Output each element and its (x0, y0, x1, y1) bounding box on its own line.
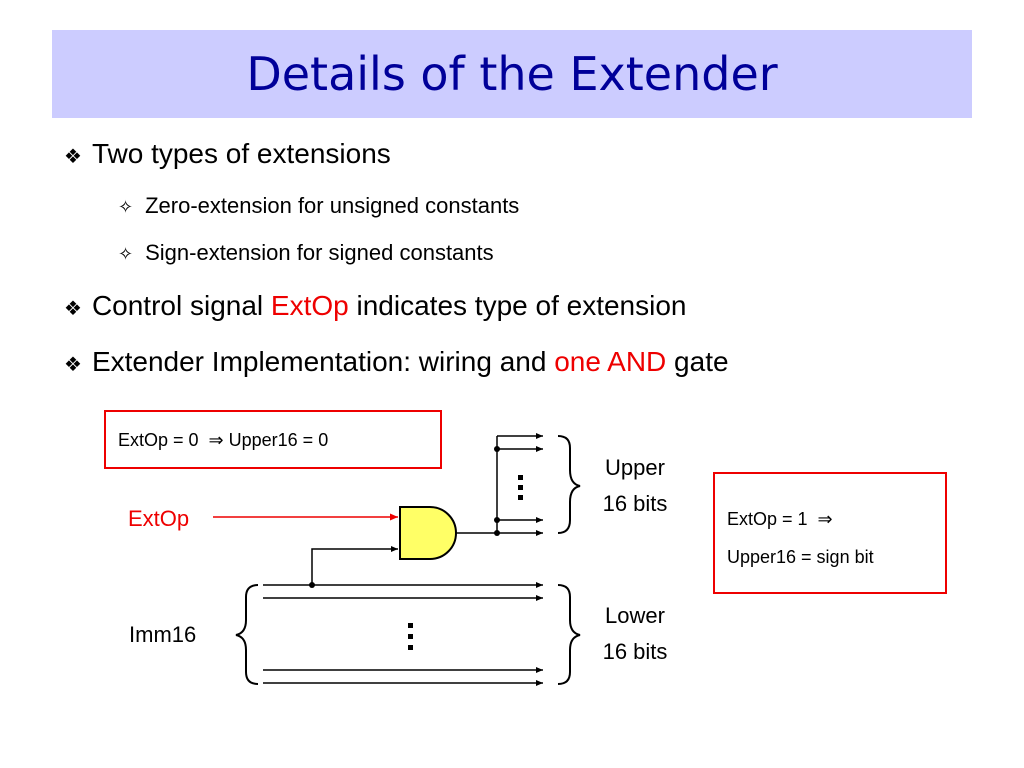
star-bullet-icon: ✧ (118, 244, 134, 265)
bullet-highlight: one AND (554, 346, 667, 377)
imm16-label: Imm16 (129, 622, 197, 647)
bullet-text: Control signal (91, 290, 271, 321)
bullet-text: Extender Implementation: wiring and (91, 346, 555, 377)
page-title: Details of the Extender (246, 47, 778, 101)
bullet-types: ❖ Two types of extensions (64, 138, 391, 170)
sign-bit-wire (311, 546, 398, 585)
diamond-bullet-icon: ❖ (64, 296, 82, 320)
diamond-bullet-icon: ❖ (64, 352, 82, 376)
sub-bullet-text: Zero-extension for unsigned constants (145, 193, 520, 218)
upper-brace-icon (557, 435, 581, 534)
diamond-bullet-icon: ❖ (64, 144, 82, 168)
lower-bits-label: Lower 16 bits (592, 598, 678, 670)
upper-bits-label: Upper 16 bits (592, 450, 678, 522)
bullet-highlight: ExtOp (270, 290, 349, 321)
lower-label-line1: Lower (605, 603, 665, 628)
bullet-text: Two types of extensions (91, 138, 391, 169)
sub-bullet-sign: ✧ Sign-extension for signed constants (118, 240, 494, 266)
title-banner: Details of the Extender (52, 30, 972, 118)
imm16-brace-icon (235, 584, 259, 685)
extop-zero-box: ExtOp = 0 ⇒ Upper16 = 0 (104, 410, 442, 469)
bullet-control-signal: ❖ Control signal ExtOp indicates type of… (64, 290, 687, 322)
upper-label-line1: Upper (605, 455, 665, 480)
imm16-wires (263, 582, 543, 686)
star-bullet-icon: ✧ (118, 197, 134, 218)
extop-zero-text: ExtOp = 0 ⇒ Upper16 = 0 (118, 430, 329, 450)
upper-output-wires (455, 433, 543, 536)
upper-label-line2: 16 bits (602, 491, 668, 516)
upper-ellipsis-icon (518, 475, 523, 500)
sub-bullet-zero: ✧ Zero-extension for unsigned constants (118, 193, 519, 219)
lower-label-line2: 16 bits (602, 639, 668, 664)
lower-ellipsis-icon (408, 623, 413, 650)
bullet-text-end: indicates type of extension (348, 290, 687, 321)
extop-label: ExtOp (128, 506, 190, 531)
bullet-implementation: ❖ Extender Implementation: wiring and on… (64, 346, 729, 378)
and-gate (399, 506, 457, 560)
junction-dots (309, 446, 500, 588)
extop-one-line1: ExtOp = 1 ⇒ (727, 509, 833, 529)
lower-brace-icon (557, 584, 581, 685)
extop-one-line2: Upper16 = sign bit (727, 547, 874, 567)
bullet-text-end: gate (666, 346, 729, 377)
sub-bullet-text: Sign-extension for signed constants (145, 240, 494, 265)
extop-one-box: ExtOp = 1 ⇒ Upper16 = sign bit (713, 472, 947, 594)
